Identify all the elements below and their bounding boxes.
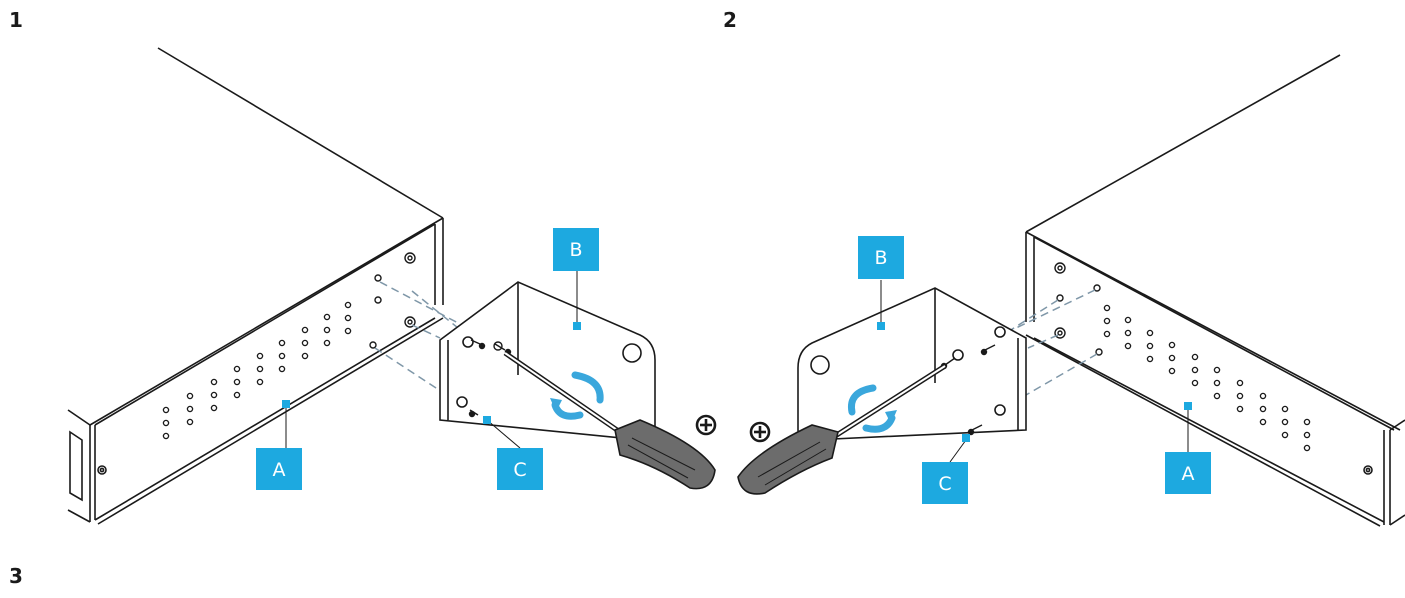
callout-c-right: C [922, 434, 970, 504]
callout-label-b-left: B [569, 239, 582, 261]
device-chassis-right [1025, 54, 1405, 527]
callout-label-a-right: A [1182, 463, 1195, 485]
callout-a-left: A [256, 400, 302, 490]
callout-label-b-right: B [874, 247, 887, 269]
mounting-holes-left [369, 252, 416, 349]
step-number-3: 3 [9, 564, 23, 588]
callout-label-a-left: A [273, 459, 286, 481]
callout-label-c-right: C [938, 473, 951, 495]
callout-label-c-left: C [513, 459, 526, 481]
rack-bracket-right [797, 287, 1027, 442]
rotation-arrow-icon [550, 371, 604, 420]
step-number-2: 2 [723, 8, 737, 32]
screwdriver-left [503, 350, 716, 490]
phillips-screwdriver-icon [749, 421, 771, 443]
screwdriver-right [737, 363, 947, 495]
vent-holes-left [162, 301, 352, 440]
screws-left [468, 339, 512, 418]
callout-a-right: A [1165, 402, 1211, 494]
phillips-screwdriver-icon [695, 414, 717, 436]
callout-b-right: B [858, 236, 904, 330]
step-number-1: 1 [9, 8, 23, 32]
callout-b-left: B [553, 228, 599, 330]
device-chassis-left [67, 47, 444, 525]
callout-c-left: C [483, 416, 543, 490]
rotation-arrow-icon [847, 384, 897, 433]
mounting-holes-right [1054, 262, 1103, 356]
